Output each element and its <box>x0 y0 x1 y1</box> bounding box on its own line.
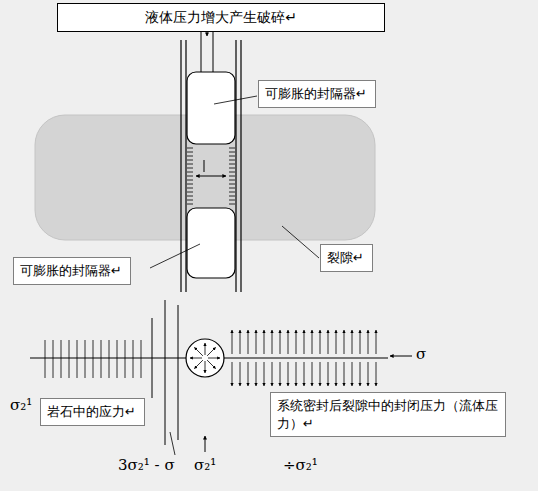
width-marker <box>196 160 226 176</box>
borehole-section <box>186 339 224 377</box>
tall-stress-lines <box>152 300 178 445</box>
sigma2-arrow <box>205 436 206 452</box>
stress-symbol: ÷σ₂¹ <box>283 456 318 474</box>
callout-text: 岩石中的应力↵ <box>47 403 138 421</box>
lower-packer <box>187 208 235 278</box>
stress-symbol: 3σ₂¹ - σ <box>118 456 175 474</box>
callout-text: 系统密封后裂隙中的封闭压力（流体压力）↵ <box>277 397 499 432</box>
callout-box: 裂隙↵ <box>320 244 373 272</box>
stress-symbol: σ <box>416 345 426 363</box>
rock-stress-lines <box>45 340 141 378</box>
stress-symbol: σ₂¹ <box>10 396 32 414</box>
sigma-arrow <box>390 356 412 357</box>
radial-pressure-arrows <box>190 343 220 373</box>
callout-box: 岩石中的应力↵ <box>40 398 145 426</box>
callout-text: 可膨胀的封隔器↵ <box>265 85 369 103</box>
callout-box: 系统密封后裂隙中的封闭压力（流体压力）↵ <box>270 392 506 437</box>
callout-text: 可膨胀的封隔器↵ <box>20 262 124 280</box>
callout-box: 可膨胀的封隔器↵ <box>258 80 376 108</box>
borehole-walls <box>181 40 241 292</box>
callout-text: 裂隙↵ <box>327 249 366 267</box>
stress-symbol: σ₂¹ <box>194 456 216 474</box>
upper-packer <box>187 72 235 144</box>
title-text: 液体压力增大产生破碎↵ <box>64 8 378 27</box>
title-box: 液体压力增大产生破碎↵ <box>57 3 385 32</box>
callout-box: 可膨胀的封隔器↵ <box>13 257 131 285</box>
fluid-pressure-arrows <box>232 330 376 386</box>
fluid-pressure-hatching <box>187 148 235 204</box>
